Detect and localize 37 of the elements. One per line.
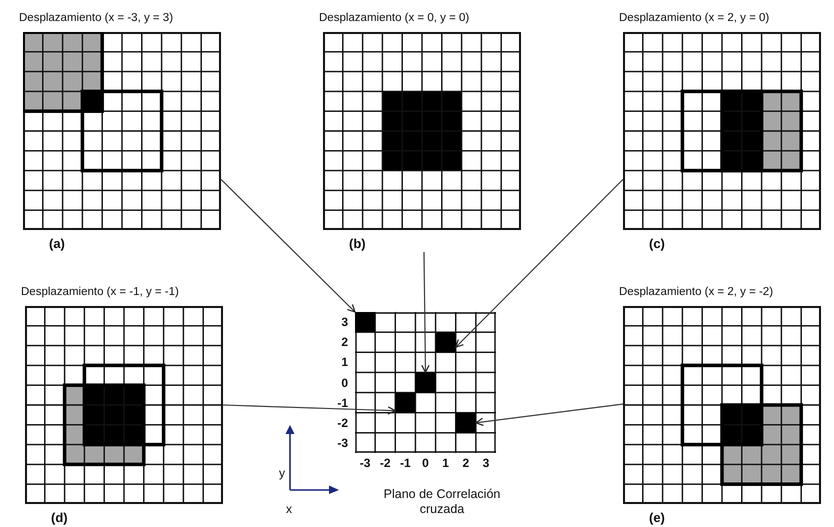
panel-label: (d)	[51, 510, 68, 526]
panel-label: (e)	[649, 510, 665, 526]
axis-tick-label: -3	[336, 436, 348, 450]
axis-letter: y	[278, 466, 286, 480]
axis-tick-label: -2	[336, 416, 348, 430]
axis-tick-label: 2	[461, 456, 470, 470]
axis-tick-label: -3	[358, 456, 372, 470]
axis-tick-label: 1	[441, 456, 450, 470]
axis-tick-label: -2	[378, 456, 392, 470]
plane-caption: Plano de Correlación cruzada	[382, 487, 502, 517]
axis-tick-label: 3	[340, 315, 348, 330]
panel-label: (b)	[349, 236, 366, 252]
axis-tick-label: 3	[482, 456, 490, 470]
axis-letter: x	[285, 502, 293, 516]
peak-cell	[415, 372, 436, 393]
peak-cell	[355, 312, 376, 332]
axis-tick-label: -1	[399, 456, 412, 470]
panel-title: Desplazamiento (x = -1, y = -1)	[21, 285, 179, 300]
peak-cell	[395, 392, 416, 413]
axis-tick-label: 0	[421, 456, 430, 470]
panel-title: Desplazamiento (x = 2, y = 0)	[619, 11, 770, 26]
panel-title: Desplazamiento (x = -3, y = 3)	[19, 11, 174, 26]
axis-tick-label: -1	[336, 396, 348, 410]
axis-tick-label: 1	[340, 355, 348, 370]
arrow	[220, 179, 356, 313]
arrow	[421, 252, 430, 373]
panel-label: (a)	[49, 236, 65, 252]
arrow	[475, 403, 624, 426]
axis-tick-label: 0	[340, 376, 348, 390]
peak-cell	[456, 412, 476, 433]
panel-title: Desplazamiento (x = 0, y = 0)	[319, 11, 470, 26]
panel-title: Desplazamiento (x = 2, y = -2)	[619, 285, 774, 300]
arrow	[222, 404, 396, 415]
arrow	[455, 179, 624, 348]
axis-tick-label: 2	[340, 335, 348, 350]
panel-label: (c)	[649, 236, 665, 252]
peak-cell	[436, 332, 456, 352]
